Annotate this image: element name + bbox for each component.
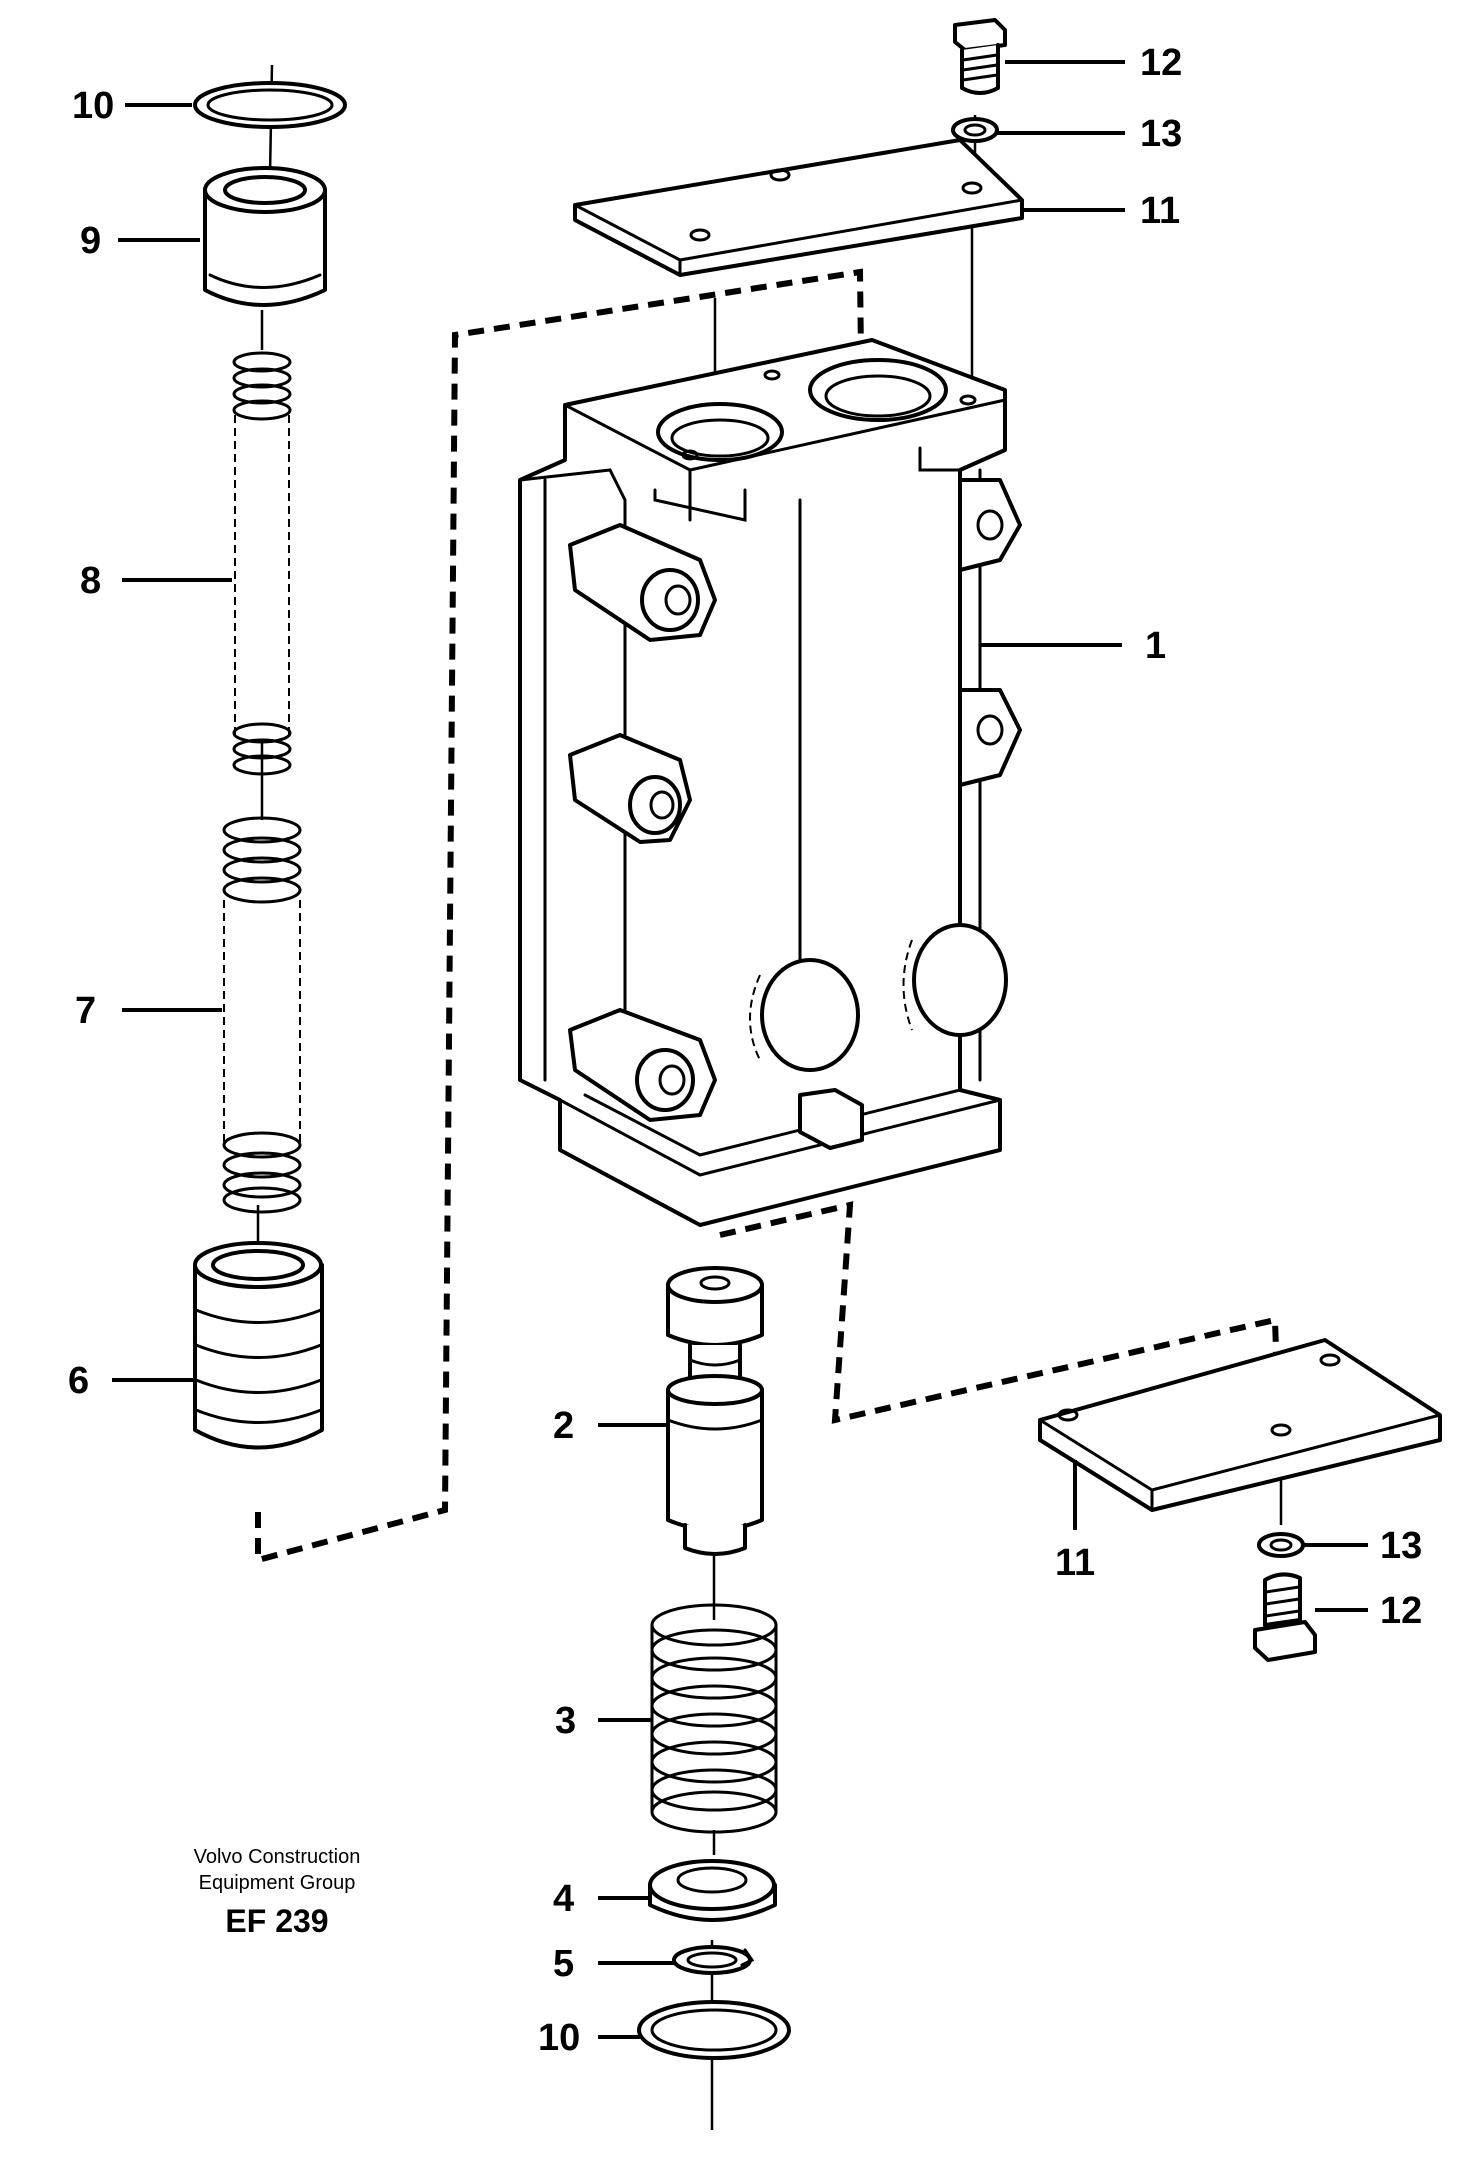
- bushing-part-9: [203, 166, 327, 307]
- sleeve-part-6: [193, 1241, 324, 1450]
- label-3: 3: [555, 1700, 576, 1742]
- spool-part-2: [666, 1266, 764, 1556]
- circlip-part-5: [672, 1945, 755, 1975]
- bolt-bottom: [1253, 1572, 1317, 1662]
- cover-plate-top: [573, 138, 1024, 277]
- cover-plate-bottom: [1038, 1338, 1442, 1512]
- caption: Volvo Construction Equipment Group EF 23…: [194, 1846, 361, 1939]
- label-7: 7: [75, 990, 96, 1032]
- label-6: 6: [68, 1360, 89, 1402]
- bolt-top: [953, 18, 1007, 95]
- label-13-bottom: 13: [1380, 1525, 1422, 1567]
- leader-lines: [112, 60, 1368, 2039]
- o-ring-bottom: [637, 2000, 791, 2060]
- washer-bottom: [1257, 1532, 1305, 1558]
- dashed-connection-lines: [255, 268, 1281, 1564]
- label-5: 5: [553, 1943, 574, 1985]
- label-13-top: 13: [1140, 113, 1182, 155]
- label-11-bottom: 11: [1055, 1542, 1095, 1584]
- medium-spring-part-7: [222, 816, 302, 1214]
- caption-code: EF 239: [225, 1903, 328, 1939]
- label-8: 8: [80, 560, 101, 602]
- valve-body-part-1: [518, 338, 1022, 1227]
- washer-top: [951, 117, 999, 143]
- label-11-top: 11: [1140, 190, 1180, 232]
- label-1: 1: [1145, 625, 1166, 667]
- caption-line-1: Volvo Construction: [194, 1846, 361, 1868]
- label-9: 9: [80, 220, 101, 262]
- large-spring-part-3: [650, 1603, 778, 1834]
- label-12-top: 12: [1140, 42, 1182, 84]
- spring-seat-part-4: [648, 1859, 777, 1922]
- part-number-labels: 10 9 8 7 6 2 3 4 5 10 1 12 13 11 11 13 1…: [68, 42, 1422, 2059]
- o-ring-top: [193, 81, 347, 129]
- label-10-top: 10: [72, 85, 114, 127]
- label-4: 4: [553, 1878, 574, 1920]
- label-12-bottom: 12: [1380, 1590, 1422, 1632]
- label-2: 2: [553, 1405, 574, 1447]
- label-10-bottom: 10: [538, 2017, 580, 2059]
- small-spring-part-8: [232, 351, 292, 776]
- caption-line-2: Equipment Group: [199, 1872, 356, 1894]
